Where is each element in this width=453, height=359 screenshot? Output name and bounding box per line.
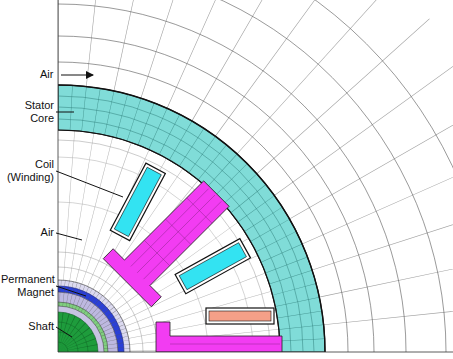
part-label: Coil (Winding) [2, 158, 54, 184]
part-label: Shaft [2, 320, 54, 333]
part-label: Permanent Magnet [1, 273, 54, 299]
region-label: Air [2, 226, 54, 239]
region-label: Air [40, 68, 53, 81]
part-label: Stator Core [2, 99, 54, 125]
